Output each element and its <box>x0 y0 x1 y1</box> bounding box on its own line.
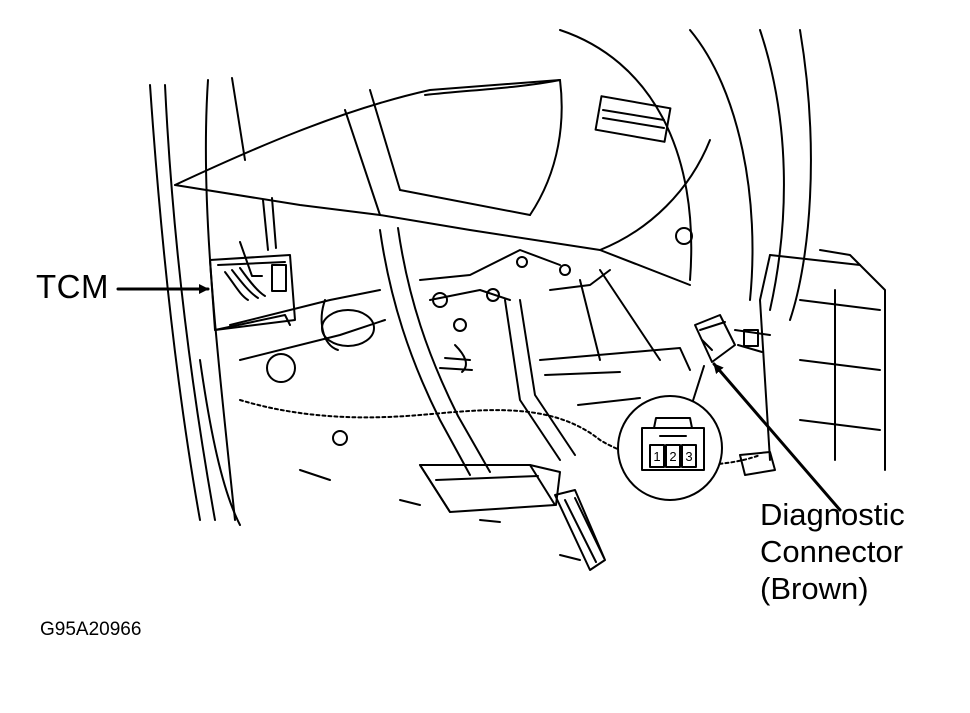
diagnostic-connector <box>694 314 771 363</box>
lower-dash-panel <box>559 29 812 321</box>
connector-pin-2: 2 <box>669 449 676 464</box>
diagnostic-label-line3: (Brown) <box>760 571 869 606</box>
diagnostic-connector-label: Diagnostic Connector (Brown) <box>760 496 905 607</box>
connector-pin-1: 1 <box>653 449 660 464</box>
accelerator-pedal <box>504 299 606 571</box>
tcm-label: TCM <box>36 268 109 305</box>
diagnostic-label-line2: Connector <box>760 534 904 569</box>
diagnostic-connector-arrow <box>712 362 842 512</box>
diagnostic-label-line1: Diagnostic <box>760 497 905 532</box>
figure-id: G95A20966 <box>40 619 142 640</box>
tcm-module <box>209 197 296 331</box>
steering-column-housing <box>174 79 711 286</box>
pedal-linkages <box>419 249 691 406</box>
connector-pin-3: 3 <box>685 449 692 464</box>
steering-shaft <box>229 289 386 446</box>
connector-detail-callout <box>617 395 723 501</box>
brake-pedal <box>379 227 561 513</box>
center-console-trim <box>759 249 886 471</box>
kick-panel <box>149 77 246 526</box>
